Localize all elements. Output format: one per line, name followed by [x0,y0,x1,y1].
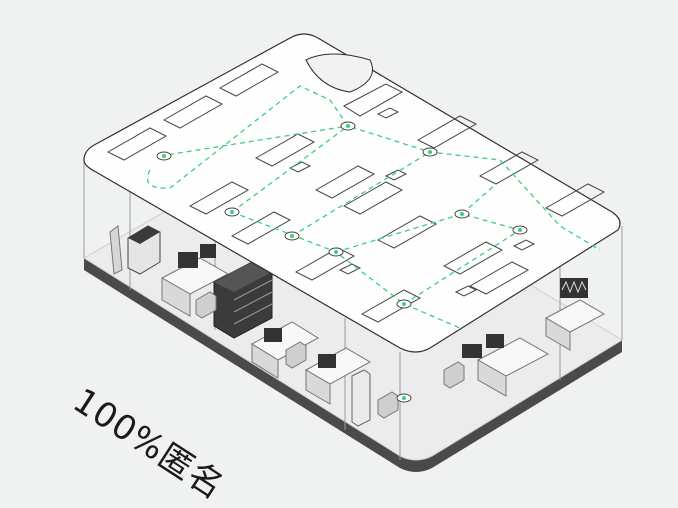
monitor-icon [178,252,198,268]
kiosk-icon [352,370,370,426]
monitor-icon [462,344,482,358]
